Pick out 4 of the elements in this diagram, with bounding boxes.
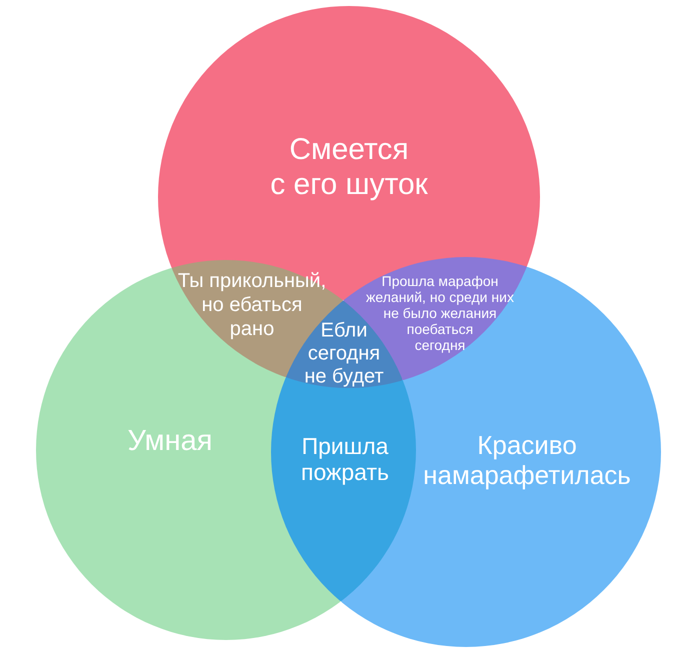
- circle-label: Смеется с его шуток: [270, 132, 428, 202]
- circle-label: Красиво намарафетилась: [423, 430, 631, 490]
- circle-label: Умная: [128, 424, 212, 458]
- region-label: Пришла пожрать: [301, 433, 389, 485]
